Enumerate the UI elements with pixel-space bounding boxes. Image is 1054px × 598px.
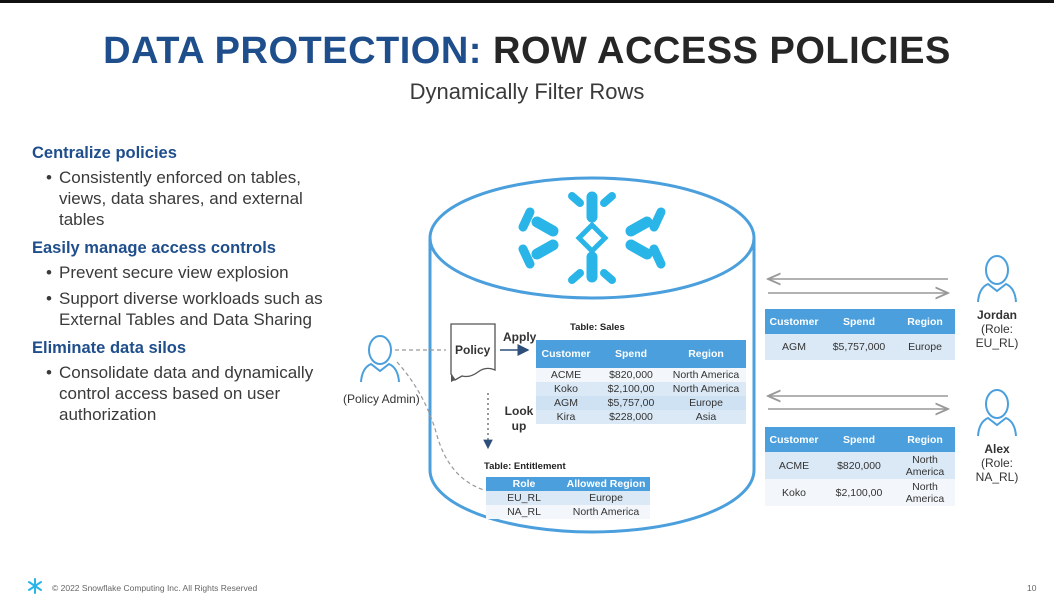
entitlement-table-title: Table: Entitlement [484,461,566,472]
table-cell: Europe [666,396,746,410]
admin-to-entitlement-connector [396,361,485,491]
bullet-item: Support diverse workloads such as Extern… [32,288,352,330]
jordan-role: (Role: EU_RL) [975,322,1019,350]
column-header: Customer [765,309,823,334]
column-header: Spend [823,309,895,334]
table-cell: NA_RL [486,505,562,519]
section-silos: Eliminate data silos Consolidate data an… [32,339,352,425]
table-row: AGM $5,757,00 Europe [536,396,746,410]
column-header: Customer [765,427,823,452]
footer-snowflake-icon [28,578,42,594]
column-header: Spend [823,427,895,452]
table-row: EU_RL Europe [486,491,650,505]
table-cell: North America [895,452,955,479]
table-cell: EU_RL [486,491,562,505]
column-header: Region [895,427,955,452]
table-row: Koko $2,100,00 North America [536,382,746,396]
alex-role: (Role: NA_RL) [975,456,1019,484]
table-cell: Kira [536,410,596,424]
section-heading: Centralize policies [32,144,177,162]
table-cell: North America [666,368,746,382]
table-cell: ACME [765,452,823,479]
table-cell: $820,000 [823,452,895,479]
snowflake-center-icon [575,221,609,255]
section-manage: Easily manage access controls Prevent se… [32,239,352,330]
policy-admin-label: (Policy Admin) [343,392,420,406]
apply-label: Apply [503,330,537,344]
top-border [0,0,1054,3]
table-row: ACME $820,000 North America [765,452,955,479]
table-cell: $5,757,00 [596,396,666,410]
table-cell: North America [895,479,955,506]
sales-table: Customer Spend Region ACME $820,000 Nort… [536,340,746,424]
alex-result-table: Customer Spend Region ACME $820,000 Nort… [765,427,955,506]
policy-label: Policy [455,343,491,357]
column-header: Region [895,309,955,334]
title-part-2: ROW ACCESS POLICIES [493,30,951,72]
bullet-item: Prevent secure view explosion [32,262,352,283]
table-cell: North America [562,505,650,519]
jordan-user-icon [977,255,1017,303]
table-cell: $5,757,000 [823,334,895,360]
bullet-item: Consistently enforced on tables, views, … [32,167,352,230]
section-heading: Easily manage access controls [32,239,276,257]
sales-table-title: Table: Sales [570,322,625,333]
table-row: AGM $5,757,000 Europe [765,334,955,360]
table-cell: $228,000 [596,410,666,424]
table-cell: Europe [562,491,650,505]
table-cell: North America [666,382,746,396]
section-heading: Eliminate data silos [32,339,187,357]
policy-document-icon [450,323,496,382]
snowflake-logo-icon [518,191,666,284]
slide-title: DATA PROTECTION: ROW ACCESS POLICIES [0,30,1054,73]
table-cell: AGM [536,396,596,410]
footer-copyright: © 2022 Snowflake Computing Inc. All Righ… [52,583,258,593]
alex-name: Alex [984,442,1010,456]
page-number: 10 [1027,583,1037,593]
slide-subtitle: Dynamically Filter Rows [409,79,645,104]
table-cell: Asia [666,410,746,424]
jordan-name: Jordan [976,308,1017,322]
jordan-result-table: Customer Spend Region AGM $5,757,000 Eur… [765,309,955,360]
column-header: Allowed Region [562,477,650,491]
table-row: ACME $820,000 North America [536,368,746,382]
entitlement-table: Role Allowed Region EU_RL Europe NA_RL N… [486,477,650,519]
bullet-list: Centralize policies Consistently enforce… [32,144,352,434]
table-cell: ACME [536,368,596,382]
table-row: Kira $228,000 Asia [536,410,746,424]
column-header: Role [486,477,562,491]
table-cell: Koko [536,382,596,396]
table-cell: $2,100,00 [823,479,895,506]
bullet-item: Consolidate data and dynamically control… [32,362,352,425]
title-part-1: DATA PROTECTION: [103,30,482,72]
table-row: Koko $2,100,00 North America [765,479,955,506]
lookup-label: Look up [504,404,534,433]
column-header: Region [666,340,746,368]
table-cell: Europe [895,334,955,360]
table-cell: $820,000 [596,368,666,382]
table-cell: $2,100,00 [596,382,666,396]
table-cell: AGM [765,334,823,360]
column-header: Customer [536,340,596,368]
table-row: NA_RL North America [486,505,650,519]
section-centralize: Centralize policies Consistently enforce… [32,144,352,230]
column-header: Spend [596,340,666,368]
alex-user-icon [977,389,1017,437]
policy-admin-user-icon [360,335,400,383]
table-cell: Koko [765,479,823,506]
